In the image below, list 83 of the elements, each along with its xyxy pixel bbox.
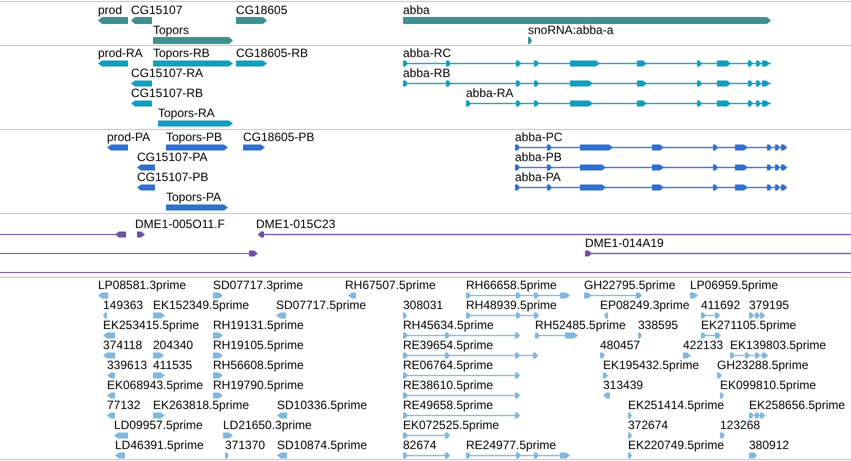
feature-label: 204340	[153, 339, 194, 352]
feature-label: abba-RA	[466, 87, 514, 100]
feature-label: EK068943.5prime	[107, 379, 204, 392]
feature-label: EK271105.5prime	[701, 319, 796, 332]
feature-label: DME1-005O11.F	[135, 218, 225, 231]
feature-label: EK251414.5prime	[628, 399, 724, 412]
feature-label: snoRNA:abba-a	[528, 24, 614, 37]
feature-label: 480457	[600, 339, 640, 352]
feature-label: 374118	[103, 339, 142, 352]
feature-label: 149363	[103, 299, 144, 312]
feature-label: CG18605	[236, 4, 288, 17]
feature-label: 339613	[107, 359, 148, 372]
feature-label: SD10336.5prime	[277, 399, 368, 412]
feature-label: RE49658.5prime	[403, 399, 494, 412]
feature-label: RE06764.5prime	[403, 359, 494, 372]
feature-label: 313439	[603, 379, 644, 392]
feature-label: 371370	[225, 439, 266, 452]
feature-label: 411535	[153, 359, 192, 372]
feature-label: SD07717.5prime	[276, 299, 366, 312]
feature-label: 411692	[701, 299, 740, 312]
feature-label: DME1-015C23	[256, 218, 336, 231]
feature-label: CG15107-PB	[137, 171, 208, 184]
feature-label: CG18605-PB	[243, 131, 314, 144]
feature-label: EK139803.5prime	[730, 339, 826, 352]
feature-label: abba	[403, 4, 430, 17]
feature-label: EK220749.5prime	[628, 439, 724, 452]
feature-label: abba-RC	[403, 47, 452, 60]
feature-label: RH19131.5prime	[213, 319, 304, 332]
feature-label: RE24977.5prime	[466, 439, 556, 452]
feature-label: RH56608.5prime	[213, 359, 304, 372]
feature-label: RH67507.5prime	[345, 279, 436, 292]
feature-label: Topors-PA	[166, 191, 222, 204]
feature-label: EP08249.3prime	[600, 299, 690, 312]
feature-label: EK152349.5prime	[153, 299, 250, 312]
feature-label: CG15107-PA	[137, 151, 208, 164]
feature-label: GH23288.5prime	[717, 359, 808, 372]
feature-label: LD46391.5prime	[115, 439, 204, 452]
feature-label: EK258656.5prime	[749, 399, 846, 412]
feature-label: 82674	[403, 439, 436, 452]
feature-label: prod	[98, 4, 122, 17]
feature-label: RH52485.5prime	[535, 319, 626, 332]
feature-label: DME1-014A19	[585, 237, 664, 250]
feature-label: SD07717.3prime	[213, 279, 304, 292]
feature-label: 379195	[749, 299, 790, 312]
feature-label: abba-PB	[515, 151, 562, 164]
feature-label: SD10874.5prime	[277, 439, 368, 452]
feature-label: LD21650.3prime	[223, 419, 312, 432]
feature-label: 77132	[107, 399, 140, 412]
feature-label: EK263818.5prime	[153, 399, 250, 412]
feature-label: GH22795.5prime	[584, 279, 676, 292]
feature-label: 372674	[628, 419, 668, 432]
feature-label: LD09957.5prime	[114, 419, 203, 432]
feature-label: EK072525.5prime	[403, 419, 500, 432]
feature-label: RH48939.5prime	[466, 299, 557, 312]
feature-label: 338595	[638, 319, 678, 332]
feature-label: CG15107-RA	[131, 67, 204, 80]
feature-label: Topors-PB	[166, 131, 222, 144]
feature-label: 308031	[403, 299, 444, 312]
feature-label: RH19105.5prime	[213, 339, 304, 352]
feature-label: 380912	[749, 439, 790, 452]
feature-label: LP08581.3prime	[98, 279, 186, 292]
feature-label: RH45634.5prime	[403, 319, 494, 332]
feature-label: abba-PC	[515, 131, 562, 144]
feature-label: CG15107	[131, 4, 182, 17]
feature-label: CG15107-RB	[131, 87, 204, 100]
feature-label: Topors-RB	[153, 47, 210, 60]
feature-label: RE39654.5prime	[403, 339, 494, 352]
feature-label: EK195432.5prime	[603, 359, 700, 372]
feature-label: RE38610.5prime	[403, 379, 494, 392]
feature-label: Topors	[153, 24, 190, 37]
feature-label: abba-RB	[403, 67, 450, 80]
feature-label: CG18605-RB	[236, 47, 308, 60]
feature-label: LP06959.5prime	[690, 279, 778, 292]
feature-label: EK253415.5prime	[103, 319, 200, 332]
feature-label: RH66658.5prime	[466, 279, 557, 292]
feature-label: 123268	[720, 419, 760, 432]
feature-label: prod-RA	[98, 47, 143, 60]
feature-label: prod-PA	[107, 131, 150, 144]
feature-label: Topors-RA	[158, 107, 215, 120]
feature-label: EK099810.5prime	[720, 379, 816, 392]
feature-label: abba-PA	[515, 171, 561, 184]
feature-label: 422133	[683, 339, 724, 352]
feature-label: RH19790.5prime	[213, 379, 304, 392]
